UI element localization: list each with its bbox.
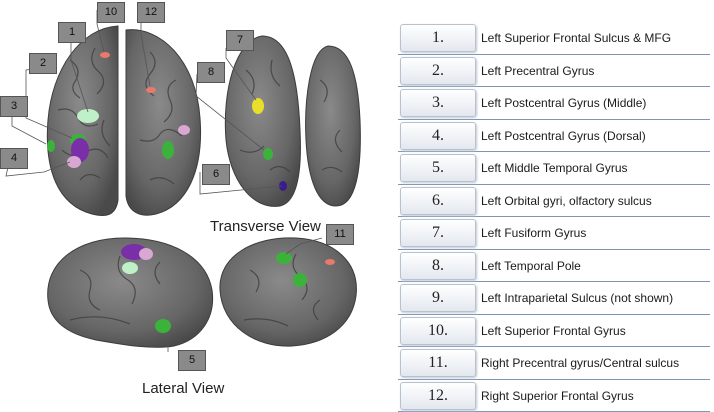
legend-row: 10. Left Superior Frontal Gyrus <box>398 315 710 348</box>
region-8 <box>263 148 273 160</box>
legend-label: Left Fusiform Gyrus <box>481 226 586 240</box>
callout-5: 5 <box>178 350 206 371</box>
callout-8: 8 <box>197 62 225 83</box>
transverse-view-caption: Transverse View <box>210 218 321 235</box>
region-lightgreen-lateral <box>122 262 138 274</box>
legend-row: 2. Left Precentral Gyrus <box>398 55 710 88</box>
callout-11: 11 <box>326 224 354 245</box>
callout-3: 3 <box>0 96 28 117</box>
callout-6: 6 <box>202 164 230 185</box>
legend-row: 4. Left Postcentral Gyrus (Dorsal) <box>398 120 710 153</box>
superior-right-brain <box>306 46 361 206</box>
legend-number: 9. <box>400 284 476 312</box>
legend-row: 12. Right Superior Frontal Gyrus <box>398 380 710 412</box>
region-pink-lateral <box>139 248 153 260</box>
legend-row: 8. Left Temporal Pole <box>398 250 710 283</box>
lateral-view-caption: Lateral View <box>142 380 224 397</box>
legend-row: 3. Left Postcentral Gyrus (Middle) <box>398 87 710 120</box>
legend-number: 6. <box>400 187 476 215</box>
transverse-right-hemisphere <box>126 30 201 216</box>
legend-row: 9. Left Intraparietal Sulcus (not shown) <box>398 282 710 315</box>
region-7 <box>252 98 264 114</box>
brain-illustration <box>0 0 390 404</box>
legend-label: Left Orbital gyri, olfactory sulcus <box>481 194 652 208</box>
callout-7: 7 <box>226 30 254 51</box>
region-right-pink <box>178 125 190 135</box>
legend-label: Left Postcentral Gyrus (Middle) <box>481 96 646 110</box>
region-legend: 1. Left Superior Frontal Sulcus & MFG 2. L… <box>398 22 710 412</box>
legend-label: Left Intraparietal Sulcus (not shown) <box>481 291 673 305</box>
legend-label: Right Precentral gyrus/Central sulcus <box>481 356 679 370</box>
callout-1: 1 <box>58 22 86 43</box>
legend-number: 2. <box>400 57 476 85</box>
legend-row: 11. Right Precentral gyrus/Central sulcus <box>398 347 710 380</box>
legend-row: 6. Left Orbital gyri, olfactory sulcus <box>398 185 710 218</box>
region-right-transverse <box>162 141 174 159</box>
region-right-lateral <box>293 273 307 287</box>
legend-number: 10. <box>400 317 476 345</box>
legend-label: Left Postcentral Gyrus (Dorsal) <box>481 129 646 143</box>
brain-figure: 1 2 3 4 5 6 7 8 10 12 11 Transverse View… <box>0 0 390 404</box>
legend-row: 1. Left Superior Frontal Sulcus & MFG <box>398 22 710 55</box>
region-10 <box>100 52 110 58</box>
callout-10: 10 <box>97 2 125 23</box>
legend-row: 5. Left Middle Temporal Gyrus <box>398 152 710 185</box>
legend-number: 1. <box>400 24 476 52</box>
legend-number: 5. <box>400 154 476 182</box>
region-11 <box>276 252 292 264</box>
legend-row: 7. Left Fusiform Gyrus <box>398 217 710 250</box>
legend-number: 11. <box>400 349 476 377</box>
legend-label: Left Superior Frontal Sulcus & MFG <box>481 31 671 45</box>
legend-label: Right Superior Frontal Gyrus <box>481 389 634 403</box>
legend-number: 4. <box>400 122 476 150</box>
legend-label: Left Temporal Pole <box>481 259 581 273</box>
legend-label: Left Precentral Gyrus <box>481 64 594 78</box>
region-5 <box>155 319 171 333</box>
legend-label: Left Middle Temporal Gyrus <box>481 161 628 175</box>
legend-number: 12. <box>400 382 476 410</box>
callout-2: 2 <box>29 53 57 74</box>
region-right-salmon-lateral <box>325 259 335 265</box>
callout-4: 4 <box>0 148 28 169</box>
legend-label: Left Superior Frontal Gyrus <box>481 324 626 338</box>
inferior-view-brain <box>225 36 300 206</box>
callout-12: 12 <box>137 2 165 23</box>
legend-number: 8. <box>400 252 476 280</box>
legend-number: 3. <box>400 89 476 117</box>
legend-number: 7. <box>400 219 476 247</box>
region-3 <box>47 140 55 152</box>
region-12 <box>146 87 156 93</box>
